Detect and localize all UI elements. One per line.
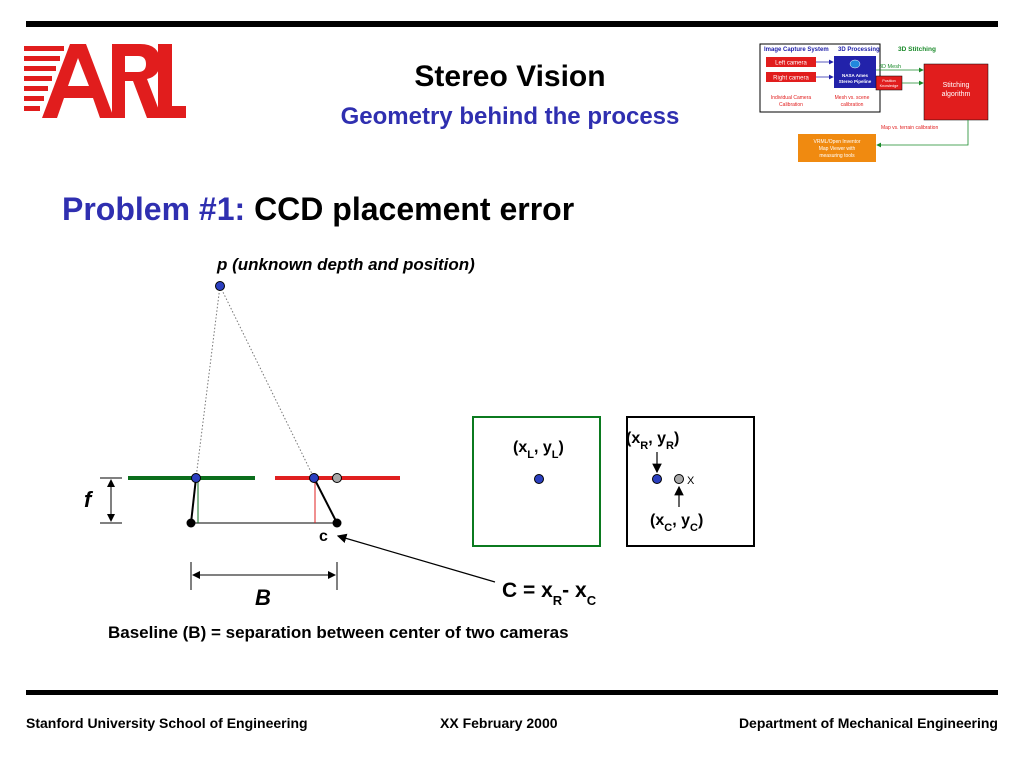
f-label: f	[84, 487, 94, 512]
disparity-equation: C = xR- xC	[502, 579, 597, 608]
nasa-logo-icon	[849, 59, 861, 69]
nasa-line-1: NASA Ames	[842, 73, 868, 78]
right-image-point	[652, 474, 662, 484]
mesh-scene-line-1: Mesh vs. scene	[835, 95, 870, 101]
mesh-label: 3D Mesh	[879, 64, 901, 70]
point-p	[215, 281, 225, 291]
arrow-to-viewer	[876, 120, 969, 148]
vrml-viewer-box	[798, 134, 876, 162]
vrml-line-1: VRML/Open Inventor	[814, 139, 861, 145]
right-camera-box	[766, 72, 816, 82]
page-title: Stereo Vision	[414, 60, 606, 93]
right-camera-label: Right camera	[773, 76, 809, 82]
position-line-2: Knowledge	[880, 84, 899, 88]
problem-label: Problem #1:	[62, 191, 246, 227]
right-center-point	[332, 473, 342, 483]
center-coord: (xC, yC)	[650, 512, 703, 534]
left-ray	[195, 285, 221, 479]
bottom-rule	[26, 690, 998, 695]
left-camera-label: Left camera	[775, 61, 807, 67]
right-image-box	[626, 416, 755, 547]
stereo-geometry-diagram: p (unknown depth and position) f B c	[0, 240, 1024, 660]
left-camera-edge	[190, 477, 197, 524]
stitching-line-2: algorithm	[942, 91, 971, 98]
footer-right: Department of Mechanical Engineering	[738, 715, 998, 731]
vrml-line-2: Map Viewer with	[819, 146, 856, 152]
problem-text: CCD placement error	[254, 191, 575, 227]
vrml-line-3: measuring tools	[819, 153, 855, 159]
b-label: B	[255, 585, 271, 610]
right-ray	[219, 285, 315, 479]
baseline-note: Baseline (B) = separation between center…	[108, 623, 569, 642]
col-3d-processing: 3D Processing	[838, 47, 880, 53]
top-rule	[26, 21, 998, 27]
arl-logo	[24, 42, 186, 122]
footer-center: XX February 2000	[440, 715, 558, 731]
calibration-line-2: Calibration	[779, 102, 803, 108]
mesh-scene-line-2: calibration	[841, 102, 864, 108]
col-3d-stitching: 3D Stitching	[898, 46, 936, 53]
left-image-box	[472, 416, 601, 547]
nasa-line-2: Stereo Pipeline	[839, 79, 872, 84]
left-camera-center	[186, 518, 196, 528]
left-image-coord: (xL, yL)	[513, 439, 564, 461]
right-camera-edge	[313, 477, 338, 524]
col-image-capture: Image Capture System	[764, 47, 829, 53]
calibration-line-1: Individual Camera	[771, 95, 812, 101]
x-mark: X	[687, 475, 695, 487]
position-line-1: Position	[882, 79, 896, 83]
page-subtitle: Geometry behind the process	[340, 103, 680, 130]
stitching-box	[923, 63, 989, 121]
stitching-line-1: Stitching	[943, 82, 970, 89]
right-camera-center	[332, 518, 342, 528]
pipeline-flowchart: Image Capture System 3D Processing 3D St…	[758, 40, 990, 166]
right-image-coord: (xR, yR)	[626, 430, 679, 452]
left-image-point	[534, 474, 544, 484]
left-camera-box	[766, 57, 816, 67]
c-label: c	[319, 528, 328, 545]
problem-heading: Problem #1: CCD placement error	[62, 191, 574, 228]
footer-left: Stanford University School of Engineerin…	[26, 715, 308, 731]
right-image-center	[674, 474, 684, 484]
left-projection-point	[191, 473, 201, 483]
point-p-label: p (unknown depth and position)	[216, 255, 475, 274]
right-projection-point	[309, 473, 319, 483]
equation-pointer-arrow	[336, 533, 496, 583]
map-terrain-label: Map vs. terrain calibration	[881, 125, 938, 131]
